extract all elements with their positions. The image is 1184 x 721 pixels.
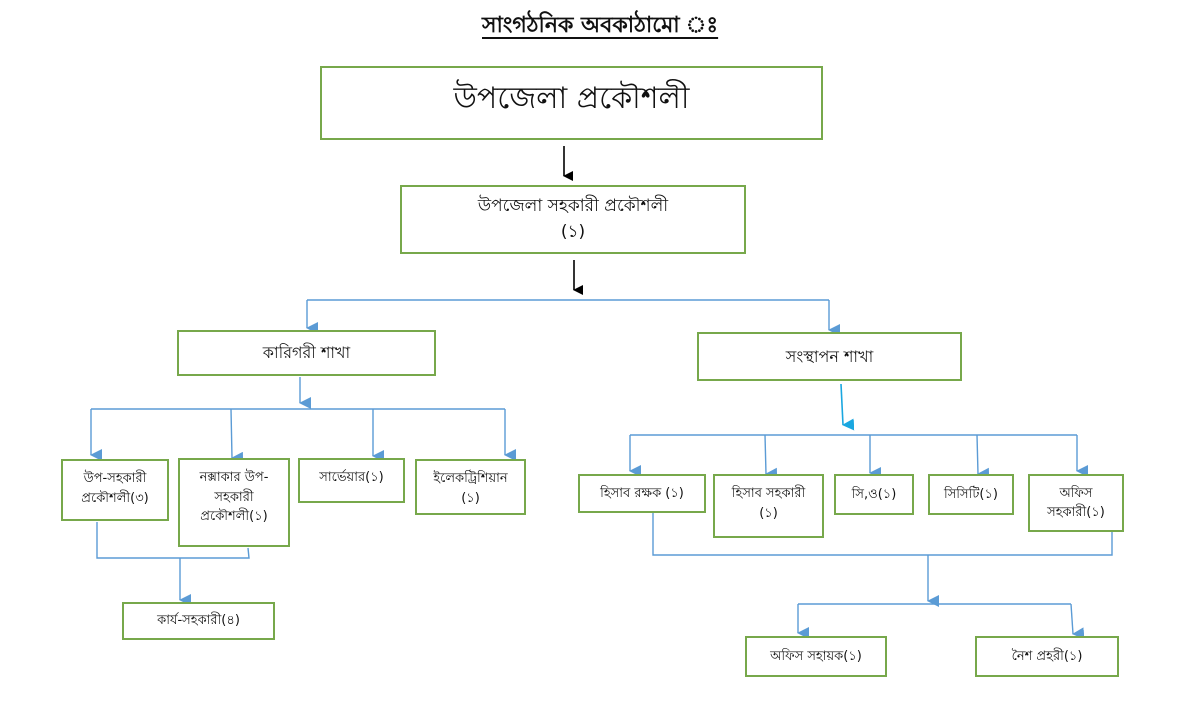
node-label: ইলেকট্রিশিয়ান (১) — [433, 471, 508, 506]
node-label: অফিস সহকারী(১) — [1047, 485, 1105, 521]
node-surveyor: সার্ভেয়ার(১) — [298, 458, 405, 503]
node-sub-assistant-engineer: উপ-সহকারী প্রকৌশলী(৩) — [61, 459, 169, 521]
arrow-establishment-down — [840, 383, 855, 431]
node-label: উপ-সহকারী প্রকৌশলী(৩) — [81, 471, 149, 506]
node-label: উপজেলা সহকারী প্রকৌশলী (১) — [477, 196, 669, 242]
node-office-helper: অফিস সহায়ক(১) — [745, 636, 887, 677]
arrow-to-accounts-assistant — [764, 434, 778, 480]
node-draftsman: নক্সাকার উপ- সহকারী প্রকৌশলী(১) — [178, 458, 290, 547]
page-title: সাংগঠনিক অবকাঠামো ঃ — [482, 13, 719, 38]
node-work-assistant: কার্য-সহকারী(৪) — [122, 602, 275, 640]
arrow-to-draftsman — [230, 408, 244, 464]
arrow-to-night-guard — [1070, 603, 1085, 640]
node-label: কারিগরী শাখা — [262, 343, 351, 362]
node-office-assistant: অফিস সহকারী(১) — [1028, 474, 1124, 532]
node-label: হিসাব রক্ষক (১) — [600, 485, 684, 501]
node-label: হিসাব সহকারী (১) — [731, 486, 806, 521]
node-accounts-assistant: হিসাব সহকারী (১) — [713, 474, 824, 538]
node-label: নক্সাকার উপ- সহকারী প্রকৌশলী(১) — [199, 470, 269, 524]
node-label: অফিস সহায়ক(১) — [770, 648, 862, 664]
node-assistant-engineer: উপজেলা সহকারী প্রকৌশলী (১) — [400, 185, 746, 254]
node-label: উপজেলা প্রকৌশলী — [453, 81, 690, 116]
node-technical-branch: কারিগরী শাখা — [177, 330, 436, 376]
node-co: সি,ও(১) — [834, 474, 914, 515]
arrow-to-cct — [976, 434, 990, 480]
node-accountant: হিসাব রক্ষক (১) — [578, 474, 706, 513]
node-label: সি,ও(১) — [851, 486, 897, 502]
lower-join — [652, 512, 1113, 556]
node-night-guard: নৈশ প্রহরী(১) — [975, 636, 1119, 677]
node-electrician: ইলেকট্রিশিয়ান (১) — [415, 459, 526, 515]
node-upazila-engineer: উপজেলা প্রকৌশলী — [320, 66, 823, 140]
node-label: সার্ভেয়ার(১) — [319, 470, 384, 485]
node-label: কার্য-সহকারী(৪) — [157, 613, 240, 629]
node-label: সংস্থাপন শাখা — [785, 346, 874, 366]
node-cct: সিসিটি(১) — [928, 474, 1014, 515]
node-label: সিসিটি(১) — [944, 486, 998, 502]
node-establishment-branch: সংস্থাপন শাখা — [697, 332, 962, 381]
node-label: নৈশ প্রহরী(১) — [1011, 648, 1083, 664]
work-assistant-join — [96, 522, 250, 559]
